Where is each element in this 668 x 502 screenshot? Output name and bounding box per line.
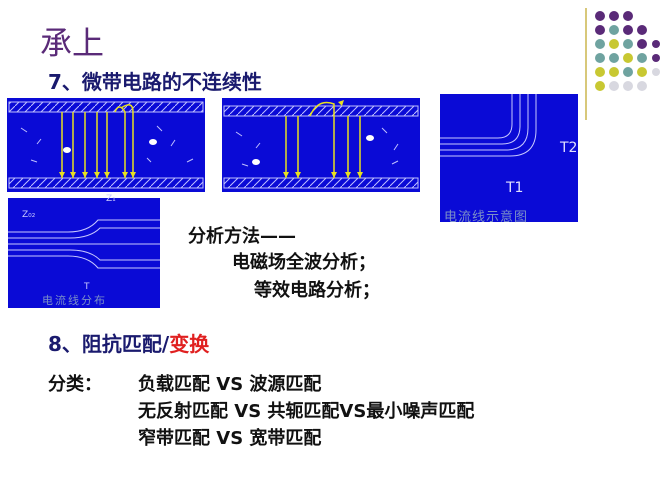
bend-current-lines	[440, 94, 537, 157]
section-7-heading: 7、微带电路的不连续性	[48, 70, 262, 94]
current-diagram-caption: 电流线示意图	[444, 210, 529, 225]
decorative-dot-grid	[595, 11, 660, 91]
current-distribution-caption: 电流线分布	[42, 294, 107, 307]
label-t2: T2	[560, 140, 578, 156]
label-t: T	[84, 282, 90, 292]
classification-line-1: 负载匹配 VS 波源匹配	[138, 374, 322, 395]
step-current-lines	[8, 219, 160, 269]
classification-line-2: 无反射匹配 VS 共轭匹配VS最小噪声匹配	[138, 401, 475, 422]
label-z2: Z₀₂	[22, 210, 36, 220]
section-8-prefix: 8、阻抗匹配/	[48, 332, 170, 356]
label-z1: Z₁	[106, 194, 116, 204]
method-full-wave: 电磁场全波分析；	[232, 252, 376, 273]
section-8-highlight: 变换	[169, 332, 210, 356]
method-equivalent-circuit: 等效电路分析；	[254, 280, 380, 301]
classification-line-3: 窄带匹配 VS 宽带匹配	[138, 428, 322, 449]
decorative-divider-line	[585, 8, 587, 120]
microstrip-figure-1	[7, 98, 205, 192]
label-t1: T1	[506, 180, 524, 196]
microstrip-figure-2	[222, 98, 420, 192]
current-distribution-figure: Z₁ Z₀₂ T 电流线分布	[8, 194, 160, 308]
analysis-methods-label: 分析方法——	[188, 226, 296, 247]
classification-label: 分类：	[48, 374, 102, 395]
slide-title: 承上	[40, 24, 105, 62]
section-8-heading: 8、阻抗匹配/变换	[48, 328, 209, 357]
current-line-diagram: T2 T1 电流线示意图	[440, 94, 578, 225]
